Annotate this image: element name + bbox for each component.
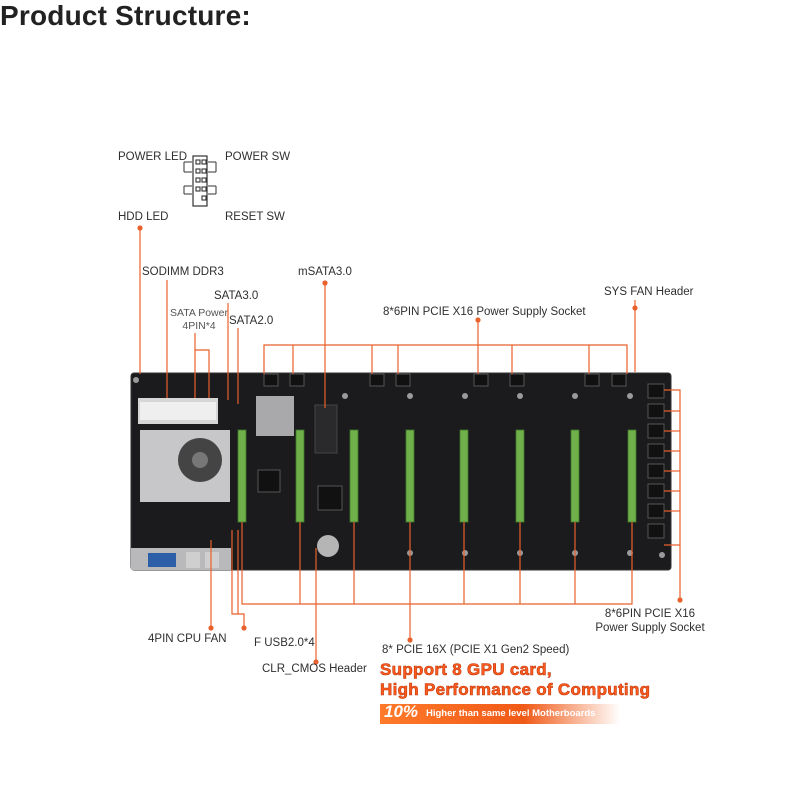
pcie-power-right-label-line2: Power Supply Socket	[595, 622, 705, 634]
callout-lines	[139, 228, 681, 662]
reset-sw-label: RESET SW	[225, 211, 285, 223]
pcie-slots-label: 8* PCIE 16X (PCIE X1 Gen2 Speed)	[382, 644, 570, 656]
front-panel-header-icon	[183, 155, 217, 207]
sata-power-label-line2: 4PIN*4	[182, 320, 216, 332]
pcie-power-top-label: 8*6PIN PCIE X16 Power Supply Socket	[383, 306, 586, 318]
promo-headline-1: Support 8 GPU card,	[380, 660, 552, 680]
clr-cmos-label: CLR_CMOS Header	[262, 663, 367, 675]
msata-label: mSATA3.0	[298, 266, 352, 278]
motherboard-board	[130, 372, 672, 571]
sata2-label: SATA2.0	[229, 315, 274, 327]
hdd-led-label: HDD LED	[118, 211, 169, 223]
f-usb-label: F USB2.0*4	[254, 637, 315, 649]
sata-power-label-line1: SATA Power	[170, 307, 228, 319]
page-title: Product Structure:	[0, 0, 251, 31]
sata3-label: SATA3.0	[214, 290, 259, 302]
pcie-power-right-label-line1: 8*6PIN PCIE X16	[604, 608, 696, 620]
promo-badge: 10% Higher than same level Motherboards	[380, 702, 620, 724]
callout-dots	[137, 225, 683, 665]
power-sw-label: POWER SW	[225, 151, 291, 163]
cpu-fan-label: 4PIN CPU FAN	[148, 633, 227, 645]
promo-badge-percent: 10%	[384, 702, 419, 721]
sodimm-label: SODIMM DDR3	[142, 266, 224, 278]
promo-headline-2: High Performance of Computing	[380, 680, 651, 700]
promo-badge-text: Higher than same level Motherboards	[426, 708, 596, 719]
sys-fan-label: SYS FAN Header	[604, 286, 694, 298]
power-led-label: POWER LED	[118, 151, 188, 163]
